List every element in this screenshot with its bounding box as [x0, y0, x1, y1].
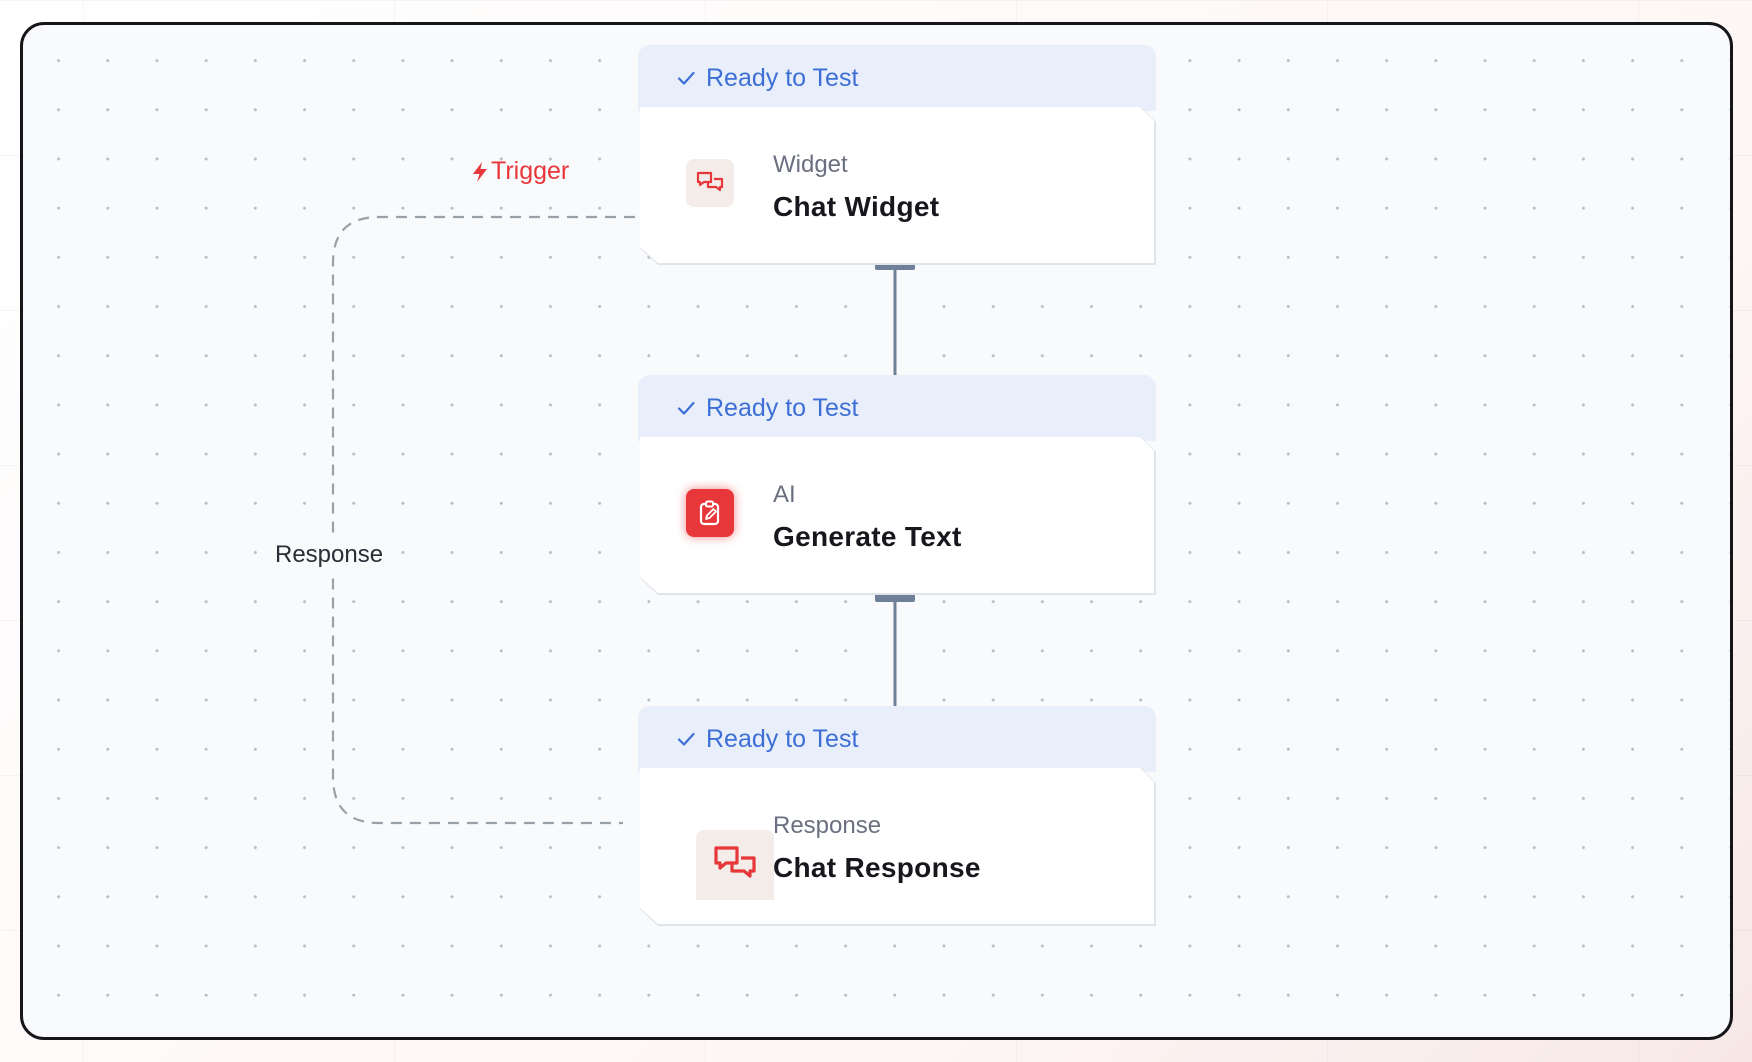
check-icon	[677, 401, 695, 415]
node-status-header: Ready to Test	[638, 375, 1156, 441]
node-status-header: Ready to Test	[638, 45, 1156, 111]
trigger-label: Trigger	[471, 157, 569, 186]
trigger-text: Trigger	[491, 157, 570, 185]
workflow-canvas-frame: Trigger Response Ready to Test Widget	[20, 22, 1733, 1040]
check-icon	[677, 71, 695, 85]
node-status-header: Ready to Test	[638, 706, 1156, 772]
check-icon	[677, 732, 695, 746]
node-chat-widget[interactable]: Ready to Test Widget Chat Widget	[638, 45, 1156, 265]
node-status-text: Ready to Test	[706, 393, 859, 422]
node-title: Chat Response	[773, 852, 981, 883]
node-title: Chat Widget	[773, 191, 940, 222]
node-card-body[interactable]: AI Generate Text	[640, 437, 1154, 593]
response-edge-label: Response	[273, 539, 386, 571]
node-generate-text[interactable]: Ready to Test AI Generate Text	[638, 375, 1156, 595]
clipboard-edit-icon	[686, 489, 734, 537]
node-chat-response[interactable]: Ready to Test Response Chat Response	[638, 706, 1156, 926]
node-card-body[interactable]: Widget Chat Widget	[640, 107, 1154, 263]
workflow-canvas[interactable]: Trigger Response Ready to Test Widget	[23, 25, 1730, 1037]
node-title: Generate Text	[773, 521, 962, 552]
lightning-icon	[473, 161, 487, 182]
node-status-text: Ready to Test	[706, 724, 859, 753]
chat-bubbles-icon	[686, 159, 734, 207]
node-category: Response	[773, 812, 882, 839]
node-category: Widget	[773, 151, 848, 178]
node-status-text: Ready to Test	[706, 63, 859, 92]
node-card-body[interactable]: Response Chat Response	[640, 768, 1154, 924]
node-category: AI	[773, 481, 796, 508]
chat-bubbles-icon	[696, 830, 774, 900]
response-loop-edge[interactable]	[331, 215, 635, 825]
